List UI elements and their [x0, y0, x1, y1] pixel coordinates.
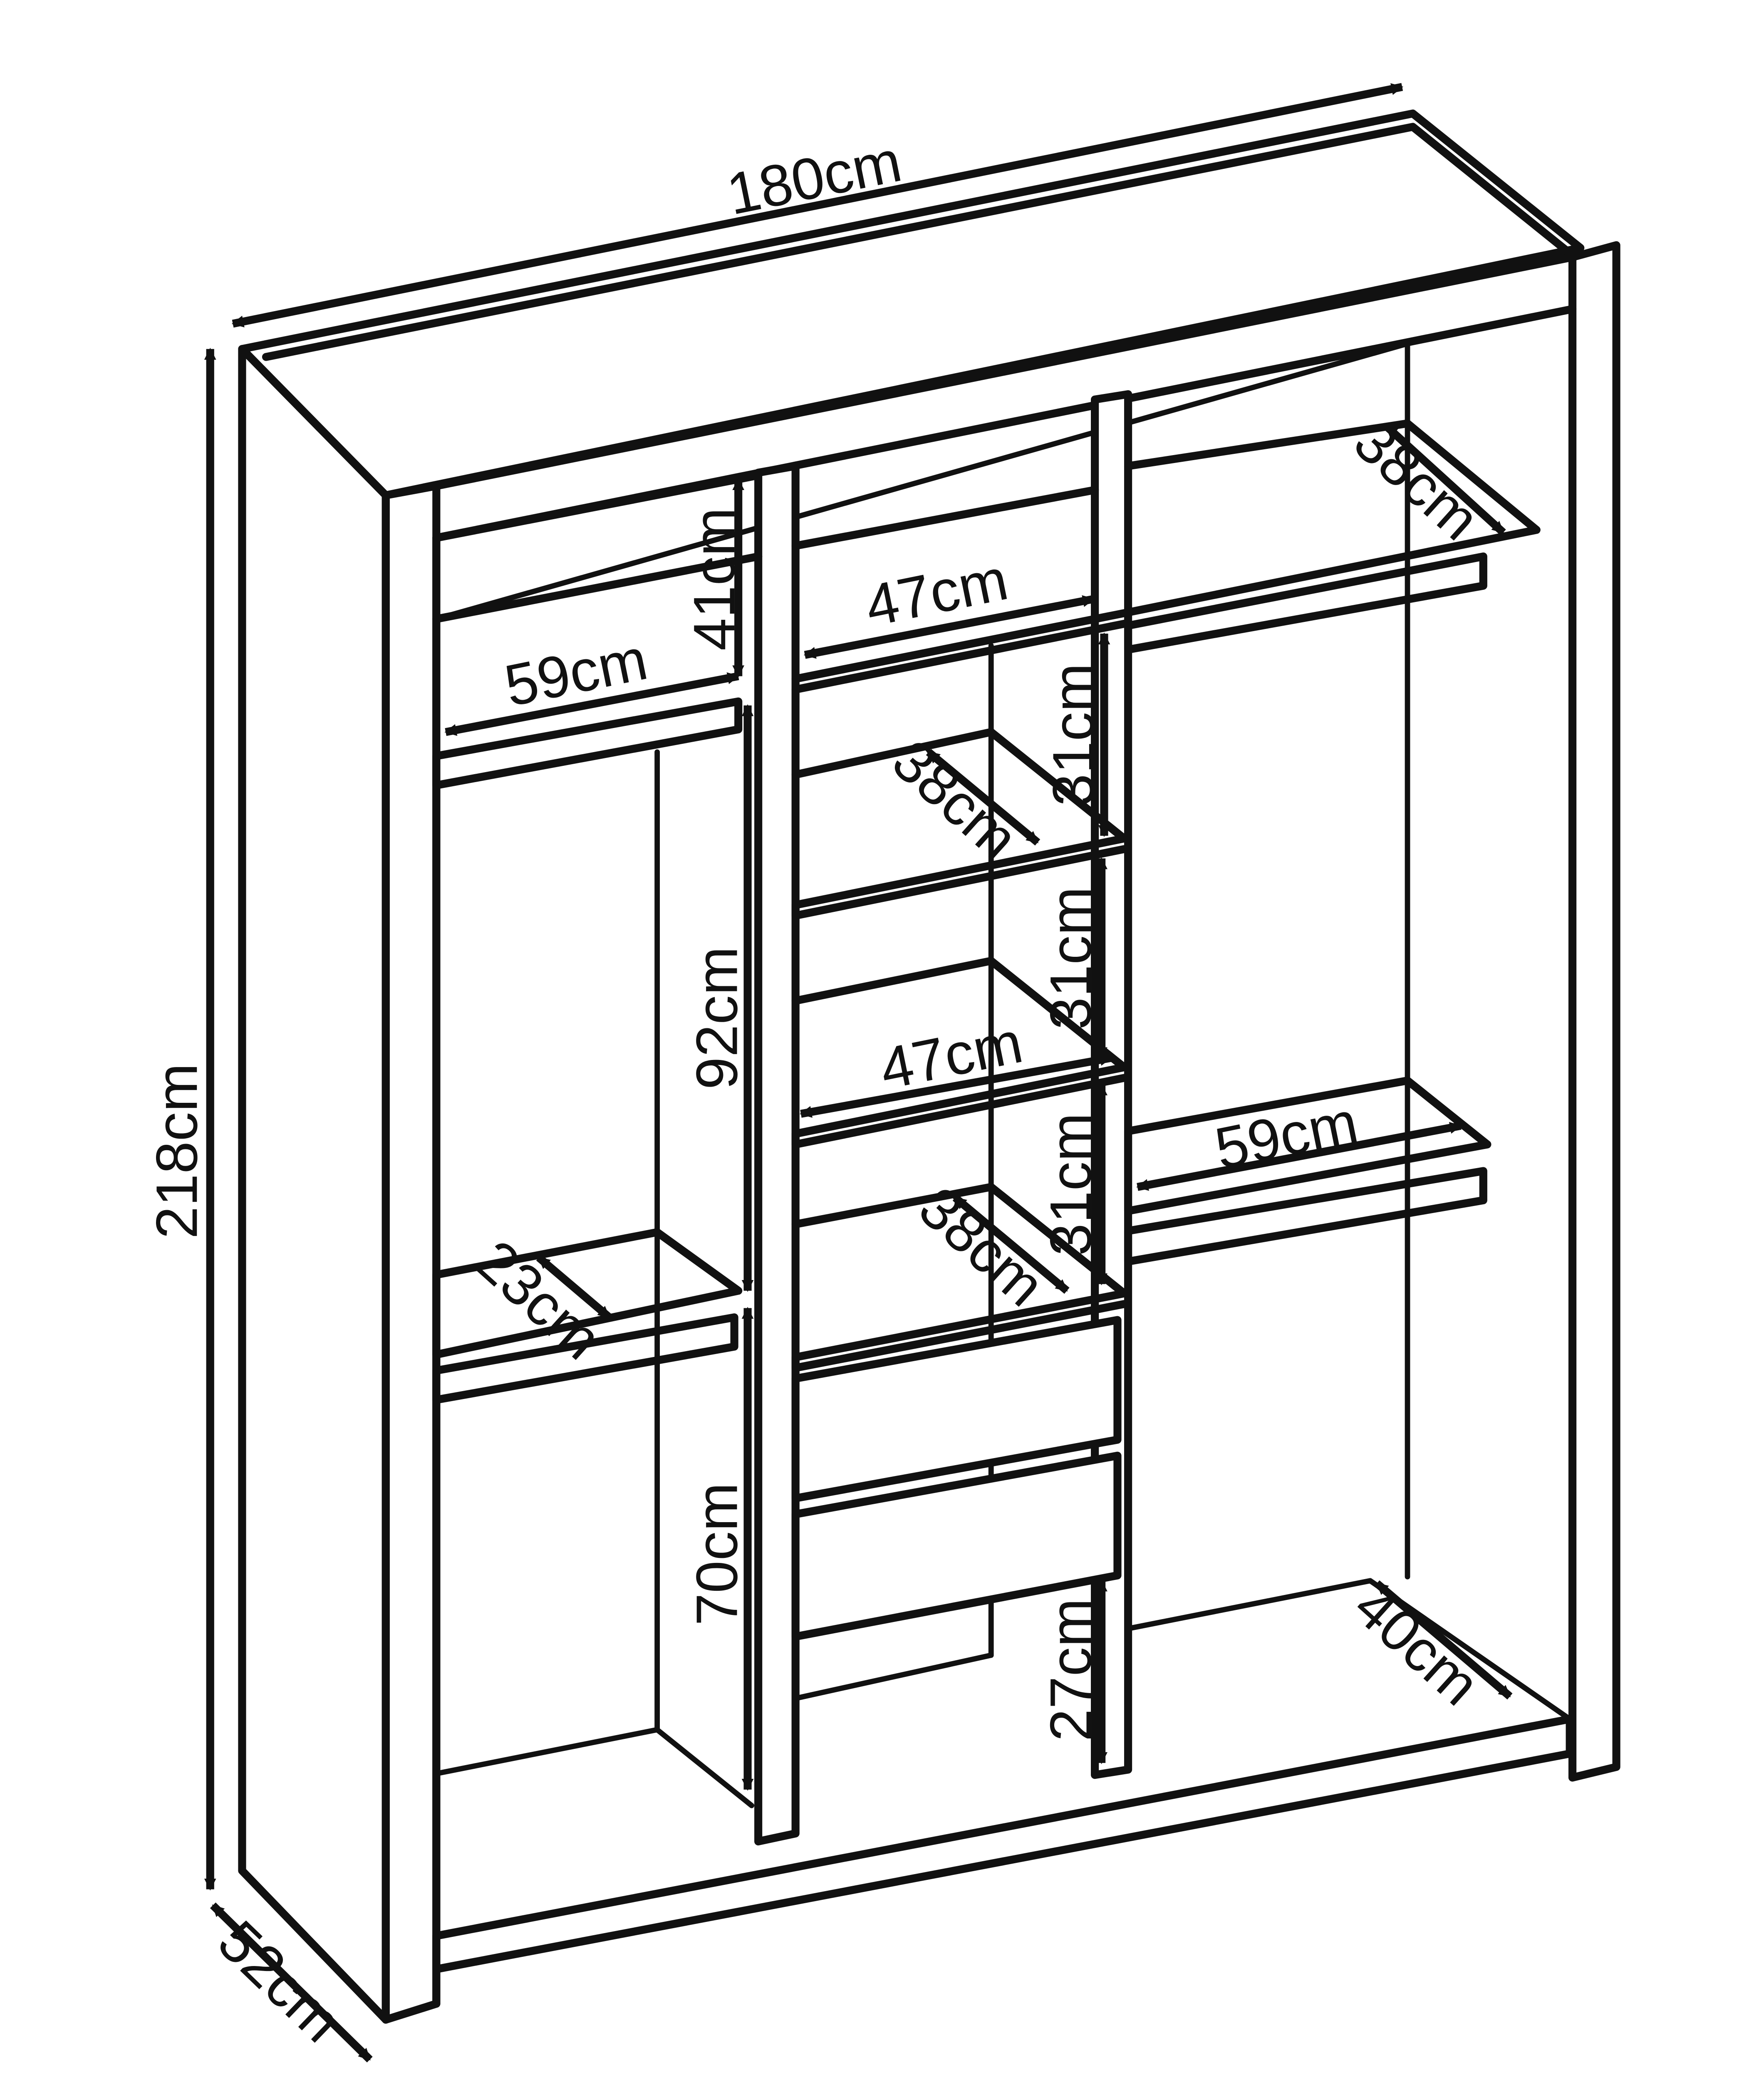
label-right-bottom-depth: 40cm: [1342, 1573, 1492, 1718]
left-upper-rail: [432, 697, 743, 790]
left-side-panel: [238, 345, 390, 2024]
dimension-lines: [204, 83, 1513, 2063]
dim-line-depth: [210, 1902, 373, 2063]
label-left-rail-width: 59cm: [499, 626, 652, 718]
label-top-left-height: 41cm: [681, 508, 747, 651]
left-upright: [382, 482, 441, 2024]
right-upright: [1568, 241, 1620, 1782]
center-shelf-1: [791, 728, 1128, 920]
right-lower-rail: [1124, 1167, 1487, 1265]
right-lower-shelf: [1124, 1076, 1491, 1215]
dim-line-right-rail-width: [1136, 1122, 1462, 1191]
drawer-lower: [791, 1451, 1122, 1641]
dim-line-center-depth-1: [926, 749, 1041, 846]
dim-line-left-shelf-depth: [536, 1254, 612, 1321]
right-upper-rail: [1124, 552, 1487, 654]
label-left-lower-hanging: 70cm: [684, 1483, 749, 1626]
label-width: 180cm: [721, 128, 907, 227]
left-lower-rail: [432, 1313, 738, 1404]
dim-line-top-right-depth: [1383, 423, 1506, 536]
bottom-plinth: [432, 1715, 1574, 1974]
left-partition: [754, 462, 800, 1846]
top-shelf-left: [432, 471, 763, 623]
dim-line-top-center-width: [803, 595, 1095, 659]
label-center-bottom: 27cm: [1038, 1598, 1103, 1741]
left-lower-shelf: [432, 1228, 743, 1359]
label-top-center-width: 47cm: [860, 546, 1013, 639]
label-center-gap-1: 31cm: [1041, 663, 1106, 806]
dim-line-width: [231, 83, 1404, 328]
drawer-upper: [791, 1316, 1122, 1503]
dim-line-center-width-2: [800, 1054, 1112, 1118]
label-center-gap-3: 31cm: [1038, 1113, 1103, 1256]
label-left-hanging: 92cm: [684, 946, 749, 1090]
dim-line-right-bottom-depth: [1374, 1580, 1513, 1700]
label-center-gap-2: 31cm: [1038, 886, 1103, 1030]
bottom-floor: [434, 1578, 1573, 1808]
dim-line-center-depth-3: [952, 1194, 1070, 1294]
label-height: 218cm: [144, 1063, 209, 1239]
dim-line-left-rail-width: [444, 672, 740, 736]
